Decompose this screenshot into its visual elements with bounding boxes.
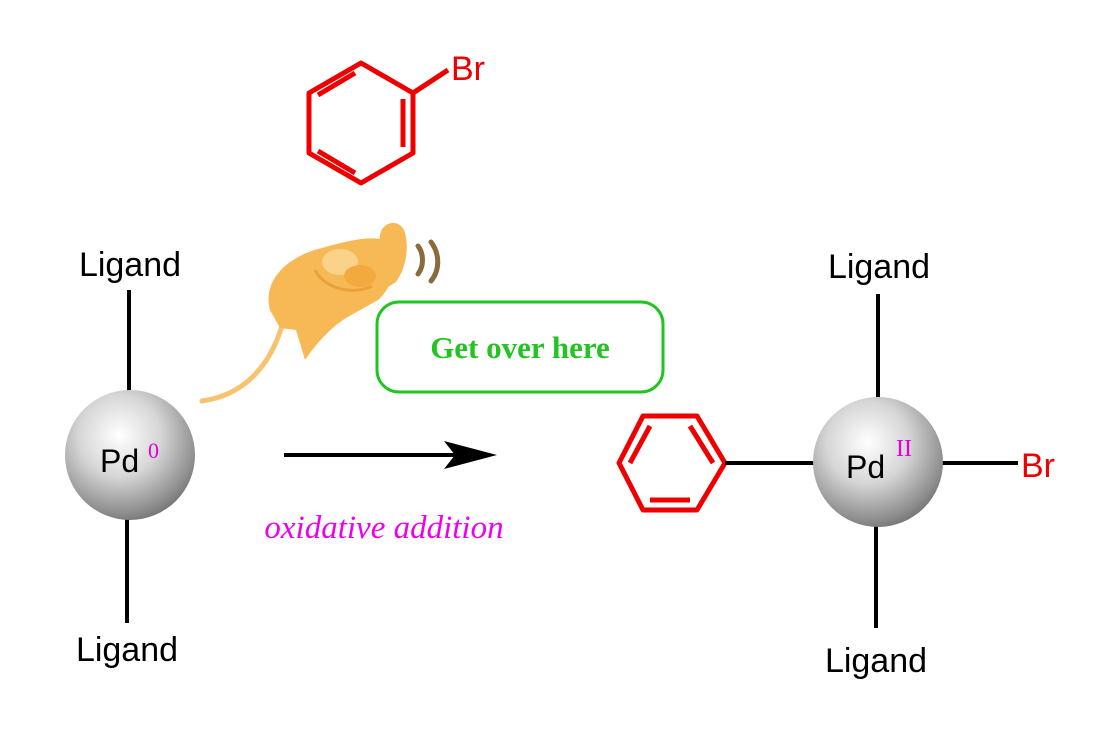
phenyl-ring	[616, 413, 728, 513]
benzene-ring	[306, 60, 416, 186]
reaction-arrow: oxidative addition	[264, 441, 504, 546]
ligand-label-top: Ligand	[79, 246, 181, 284]
c-br-bond	[411, 67, 450, 96]
pd-atom-sphere	[65, 390, 195, 520]
ligand-label-bottom: Ligand	[76, 631, 178, 669]
arrow-caption: oxidative addition	[264, 510, 503, 546]
beckoning-hand-icon	[199, 222, 407, 404]
hand-curled-finger	[344, 265, 376, 287]
hand-wrist-tail	[199, 323, 285, 404]
speech-bubble-text: Get over here	[430, 330, 610, 365]
pd-atom-label: Pd	[100, 443, 139, 479]
product-pd-atom-sphere	[813, 397, 943, 527]
bromobenzene-molecule: Br	[306, 50, 485, 186]
phenyl-double-bond	[687, 424, 716, 465]
product-ligand-label-bottom: Ligand	[825, 642, 927, 680]
hand-finger-crease	[313, 269, 373, 292]
pd-oxidation-state: 0	[148, 438, 159, 463]
pd0-complex: Ligand Ligand Pd 0	[65, 246, 195, 669]
phenyl-double-bond	[627, 424, 653, 465]
speech-bubble-frame	[375, 300, 665, 394]
benzene-double-bond	[316, 148, 357, 176]
bromine-label: Br	[451, 50, 485, 88]
product-pd-atom-label: Pd	[846, 449, 885, 485]
product-ligand-label-top: Ligand	[828, 248, 930, 286]
pdii-complex: Ligand Ligand Br Pd II	[616, 248, 1055, 680]
product-pd-oxidation-state: II	[896, 436, 912, 462]
arrow-head	[444, 441, 497, 469]
sound-waves-icon	[415, 239, 441, 284]
benzene-double-bond	[316, 70, 357, 98]
hand-index-finger	[377, 222, 407, 292]
product-bromine-label: Br	[1021, 447, 1055, 485]
speech-bubble: Get over here	[375, 300, 665, 394]
